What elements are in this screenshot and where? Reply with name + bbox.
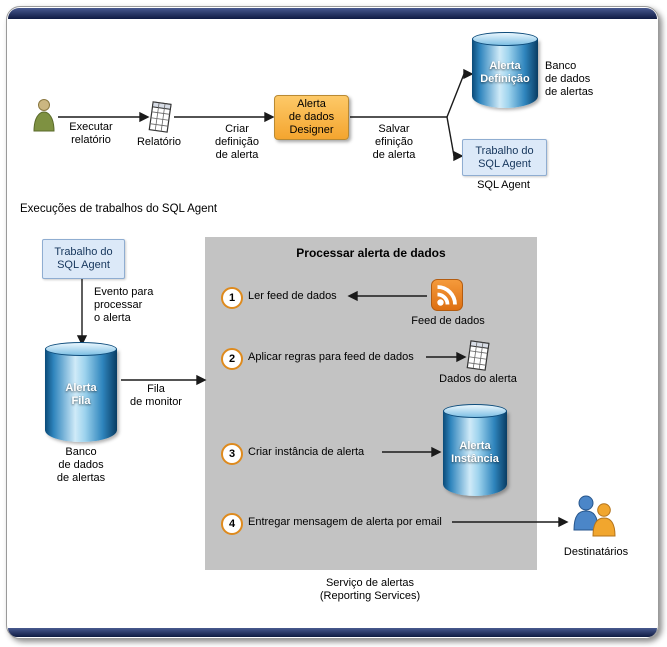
sql-agent-job-box-top: Trabalho do SQL Agent [462,139,547,176]
rss-feed-icon [431,279,463,316]
top-bar [8,8,657,19]
cylinder-body [443,411,507,496]
monitor-queue-label: Fila de monitor [130,383,182,408]
step-2-label: Aplicar regras para feed de dados [248,351,414,363]
alert-database-label-top: Banco de dados de alertas [545,60,594,98]
recipients-label: Destinatários [563,546,629,558]
step-3-number: 3 [221,443,243,465]
step-2-number: 2 [221,348,243,370]
execute-report-label: Executar relatório [69,121,113,146]
recipients-icon [570,492,620,547]
section-heading: Execuções de trabalhos do SQL Agent [20,203,218,215]
definition-database-cylinder: Alerta Definição [472,32,538,108]
cylinder-top [45,342,117,356]
queue-database-cylinder: Alerta Fila [45,342,117,442]
save-definition-label: Salvar efinição de alerta [372,123,416,161]
step-1-label: Ler feed de dados [248,290,337,302]
instance-cylinder-label: Alerta Instância [451,440,499,465]
definition-cylinder-label: Alerta Definição [480,60,530,85]
step-4-label: Entregar mensagem de alerta por email [248,516,442,528]
sql-agent-job-box-bottom: Trabalho do SQL Agent [42,239,125,279]
step-4-number: 4 [221,513,243,535]
feed-label: Feed de dados [411,315,485,327]
user-icon [31,97,57,138]
alert-data-label: Dados do alerta [439,373,517,385]
cylinder-body [45,349,117,442]
step-3-label: Criar instância de alerta [248,446,365,458]
bottom-bar [8,628,657,637]
report-label: Relatório [136,136,182,148]
cylinder-top [443,404,507,418]
alert-data-document-icon [464,339,492,378]
alert-designer-box: Alerta de dados Designer [274,95,349,140]
step-1-number: 1 [221,287,243,309]
sql-agent-caption: SQL Agent [477,179,530,191]
report-document-icon [145,100,175,141]
alert-service-caption: Serviço de alertas (Reporting Services) [319,577,421,602]
create-definition-label: Criar definição de alerta [214,123,260,161]
instance-database-cylinder: Alerta Instância [443,404,507,496]
event-process-label: Evento para processar o alerta [94,286,154,324]
process-panel-title: Processar alerta de dados [296,246,446,260]
cylinder-body [472,39,538,108]
alert-database-label-bottom: Banco de dados de alertas [56,446,106,484]
queue-cylinder-label: Alerta Fila [65,382,97,407]
cylinder-top [472,32,538,46]
